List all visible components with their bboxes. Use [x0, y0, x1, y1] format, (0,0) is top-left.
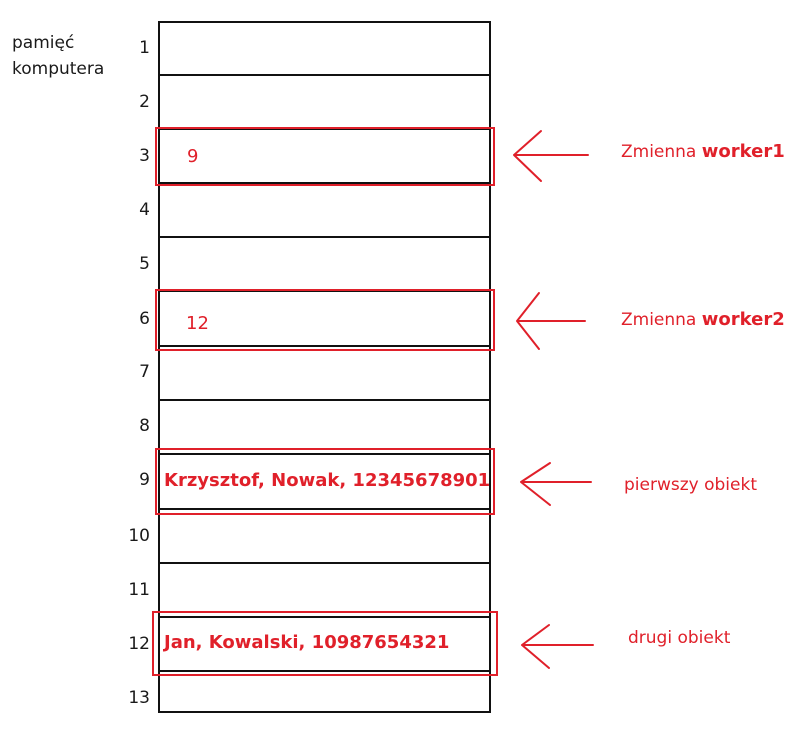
- label-first-object: pierwszy obiekt: [624, 475, 757, 495]
- arrow-left-icon: [513, 130, 589, 182]
- label-worker2-name: worker2: [701, 309, 785, 330]
- address-label: 5: [139, 254, 150, 274]
- highlight-cell-6: [155, 289, 495, 351]
- cell-divider: [158, 236, 491, 238]
- cell-divider: [158, 670, 491, 672]
- arrow-left-icon: [516, 292, 586, 350]
- cell-value-worker1: 9: [187, 146, 199, 167]
- address-label: 1: [139, 38, 150, 58]
- address-label: 10: [128, 526, 150, 546]
- address-label: 4: [139, 200, 150, 220]
- cell-divider: [158, 616, 491, 618]
- address-label: 13: [128, 688, 150, 708]
- label-second-object: drugi obiekt: [628, 628, 731, 648]
- cell-divider: [158, 345, 491, 347]
- memory-title-line1: pamięć: [12, 33, 75, 53]
- memory-title-line2: komputera: [12, 59, 105, 79]
- cell-divider: [158, 399, 491, 401]
- address-label: 8: [139, 416, 150, 436]
- cell-divider: [158, 74, 491, 76]
- address-label: 7: [139, 362, 150, 382]
- address-label: 9: [139, 470, 150, 490]
- label-worker2-prefix: Zmienna: [621, 310, 697, 330]
- arrow-left-icon: [520, 462, 592, 506]
- address-label: 12: [128, 634, 150, 654]
- address-label: 11: [128, 580, 150, 600]
- cell-divider: [158, 508, 491, 510]
- cell-divider: [158, 290, 491, 292]
- label-worker1-name: worker1: [701, 141, 785, 162]
- cell-divider: [158, 182, 491, 184]
- memory-column: [158, 21, 491, 713]
- cell-divider: [158, 128, 491, 130]
- arrow-left-icon: [521, 624, 594, 669]
- cell-value-second-object: Jan, Kowalski, 10987654321: [164, 632, 450, 653]
- memory-title: pamięć komputera: [12, 30, 104, 82]
- cell-divider: [158, 453, 491, 455]
- cell-value-worker2: 12: [186, 313, 209, 334]
- address-label: 3: [139, 146, 150, 166]
- label-worker1: Zmienna worker1: [621, 141, 785, 162]
- address-label: 2: [139, 92, 150, 112]
- cell-value-first-object: Krzysztof, Nowak, 12345678901: [164, 470, 491, 491]
- highlight-cell-12: [152, 611, 498, 676]
- highlight-cell-9: [155, 448, 495, 515]
- label-worker2: Zmienna worker2: [621, 309, 785, 330]
- cell-divider: [158, 562, 491, 564]
- label-worker1-prefix: Zmienna: [621, 142, 697, 162]
- address-label: 6: [139, 309, 150, 329]
- highlight-cell-3: [155, 127, 495, 186]
